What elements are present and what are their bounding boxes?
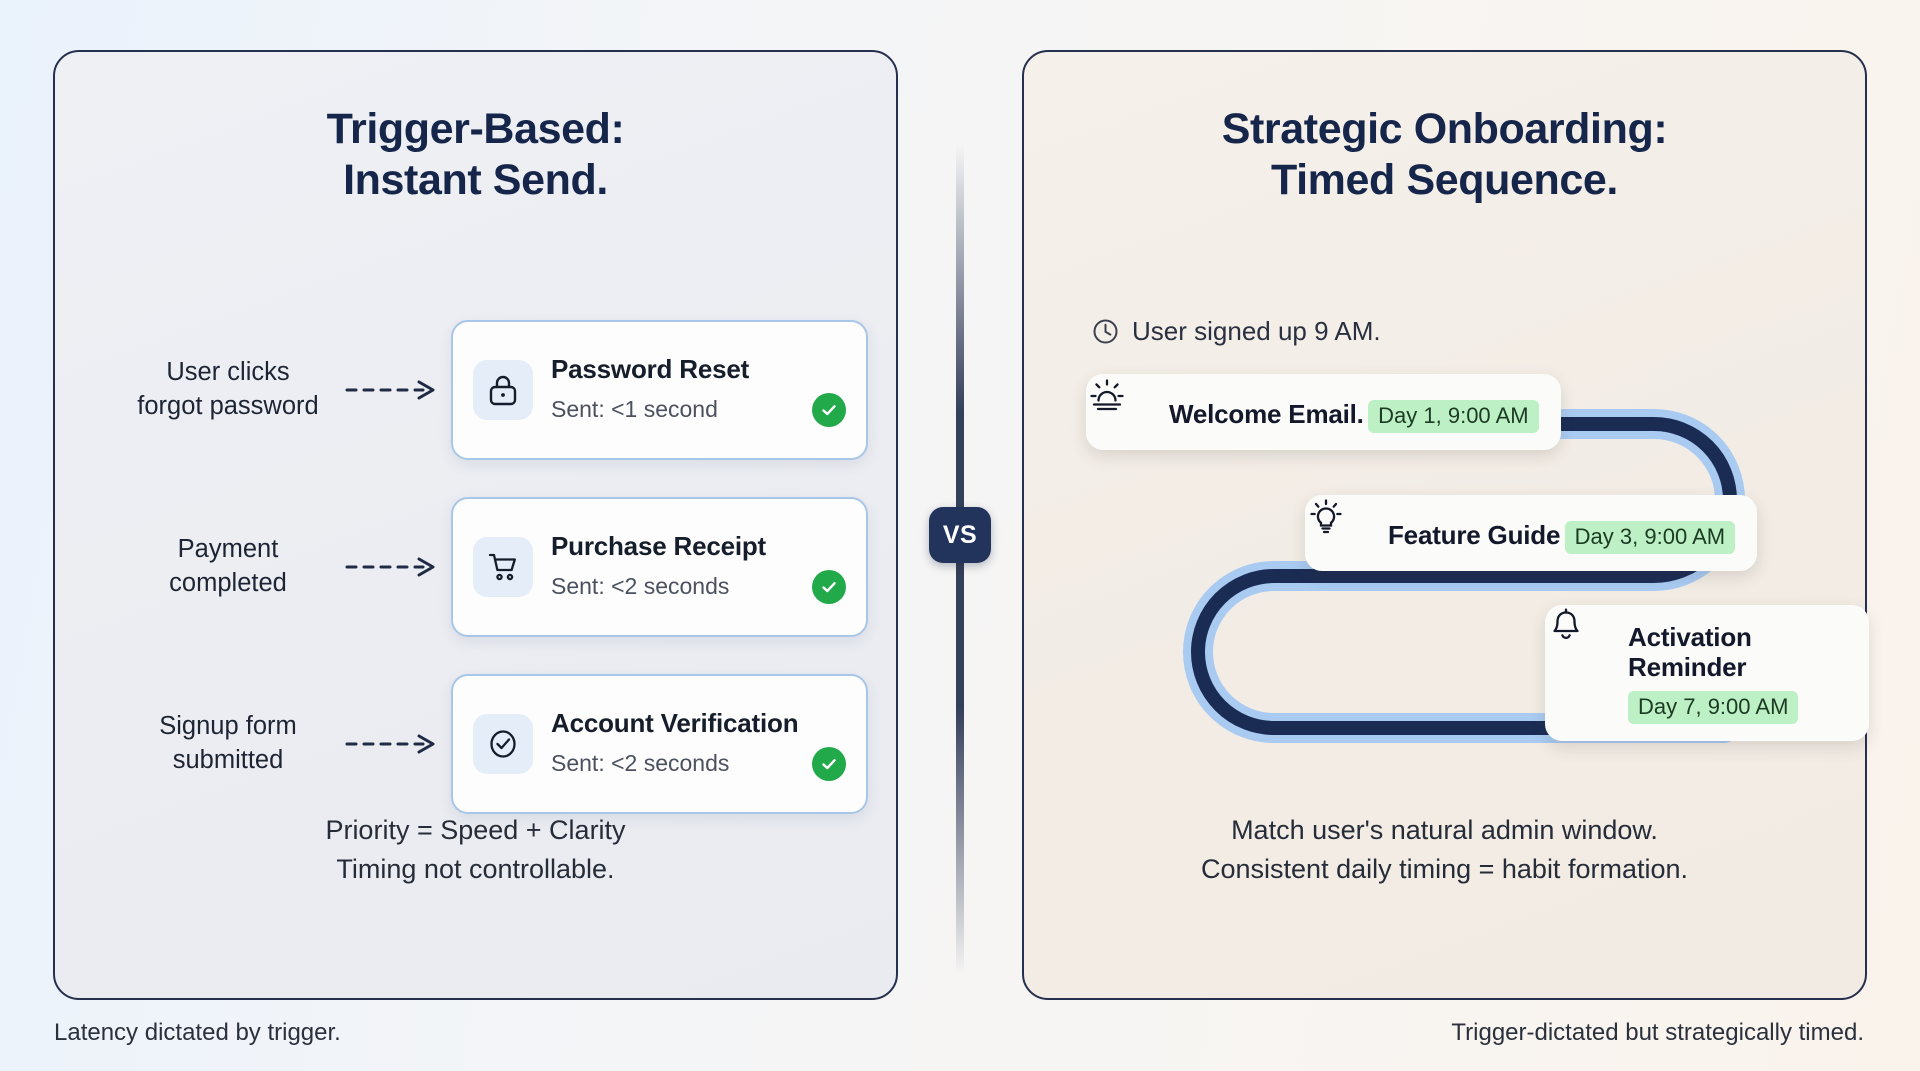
signup-time-text: User signed up 9 AM.	[1132, 316, 1381, 346]
trigger-rows-list: User clicks forgot password	[55, 320, 896, 851]
trigger-row: Payment completed	[55, 497, 896, 637]
event-card-subtitle: Sent: <2 seconds	[551, 750, 730, 776]
vs-badge: VS	[929, 507, 991, 563]
event-card-status-row: Sent: <2 seconds	[551, 746, 846, 781]
serpentine-path	[1159, 409, 1745, 743]
sequence-card-schedule-badge: Day 7, 9:00 AM	[1628, 691, 1799, 725]
trigger-label-line2: completed	[169, 569, 287, 597]
trigger-label: Payment completed	[117, 533, 339, 600]
sequence-card-body: Feature Guide Day 3, 9:00 AM	[1388, 512, 1736, 554]
right-panel-title-line2: Timed Sequence.	[1271, 155, 1618, 204]
trigger-label-line2: forgot password	[137, 392, 319, 420]
check-circle-icon	[812, 569, 846, 604]
signup-time-note: User signed up 9 AM.	[1092, 316, 1381, 347]
event-card-body: Purchase Receipt Sent: <2 seconds	[551, 531, 846, 604]
trigger-label: Signup form submitted	[117, 710, 339, 777]
event-card-title: Password Reset	[551, 353, 750, 384]
check-circle-icon	[812, 392, 846, 427]
sequence-card-title: Feature Guide	[1388, 520, 1561, 550]
event-card-account-verification[interactable]: Account Verification Sent: <2 seconds	[451, 674, 868, 814]
event-card-subtitle: Sent: <2 seconds	[551, 573, 730, 599]
left-panel-title-line2: Instant Send.	[343, 155, 608, 204]
right-panel-title: Strategic Onboarding: Timed Sequence.	[1024, 104, 1865, 205]
right-panel-strategic-onboarding: Strategic Onboarding: Timed Sequence. Us…	[1022, 50, 1869, 1000]
event-card-status-row: Sent: <2 seconds	[551, 569, 846, 604]
dashed-arrow-icon	[345, 557, 435, 577]
left-panel-trigger-based: Trigger-Based: Instant Send. User clicks…	[53, 50, 898, 1000]
right-panel-title-line1: Strategic Onboarding:	[1221, 105, 1668, 153]
onboarding-sequence-diagram: Welcome Email. Day 1, 9:00 AM Feature Gu…	[1024, 352, 1869, 852]
right-panel-note-line2: Consistent daily timing = habit formatio…	[1201, 853, 1688, 884]
left-panel-note-line2: Timing not controllable.	[336, 853, 615, 884]
event-card-purchase-receipt[interactable]: Purchase Receipt Sent: <2 seconds	[451, 497, 868, 637]
event-card-subtitle: Sent: <1 second	[551, 396, 718, 422]
event-card-status-row: Sent: <1 second	[551, 392, 846, 427]
dashed-arrow-icon	[345, 380, 435, 400]
right-panel-note: Match user's natural admin window. Consi…	[1024, 811, 1865, 888]
left-panel-note-line1: Priority = Speed + Clarity	[325, 815, 626, 846]
sequence-card-activation-reminder[interactable]: Activation Reminder Day 7, 9:00 AM	[1545, 605, 1869, 742]
right-panel-note-line1: Match user's natural admin window.	[1231, 815, 1658, 846]
event-card-title: Purchase Receipt	[551, 530, 767, 561]
sequence-card-welcome-email[interactable]: Welcome Email. Day 1, 9:00 AM	[1086, 374, 1561, 450]
lock-icon	[473, 360, 533, 420]
clock-icon	[1093, 319, 1118, 344]
dashed-arrow-icon	[345, 734, 435, 754]
trigger-label-line2: submitted	[172, 746, 284, 774]
check-circle-outline-icon	[473, 714, 533, 774]
sequence-card-body: Welcome Email. Day 1, 9:00 AM	[1169, 391, 1539, 433]
trigger-label-line1: Payment	[177, 535, 279, 564]
sequence-card-title: Activation Reminder	[1628, 622, 1752, 683]
trigger-label-line1: Signup form	[159, 712, 297, 741]
right-footer-caption: Trigger-dictated but strategically timed…	[1451, 1019, 1864, 1046]
sequence-card-schedule-badge: Day 3, 9:00 AM	[1564, 521, 1736, 554]
left-panel-note: Priority = Speed + Clarity Timing not co…	[55, 811, 896, 888]
event-card-body: Account Verification Sent: <2 seconds	[551, 708, 846, 781]
event-card-title: Account Verification	[551, 707, 799, 738]
sequence-card-feature-guide[interactable]: Feature Guide Day 3, 9:00 AM	[1305, 495, 1758, 571]
trigger-row: Signup form submitted Account V	[55, 674, 896, 814]
shopping-cart-icon	[473, 537, 533, 597]
left-panel-title-line1: Trigger-Based:	[326, 105, 625, 153]
check-circle-icon	[812, 746, 846, 781]
trigger-label: User clicks forgot password	[117, 356, 339, 423]
sequence-card-schedule-badge: Day 1, 9:00 AM	[1368, 400, 1539, 433]
event-card-body: Password Reset Sent: <1 second	[551, 354, 846, 427]
trigger-label-line1: User clicks	[166, 358, 290, 387]
event-card-password-reset[interactable]: Password Reset Sent: <1 second	[451, 320, 868, 460]
sequence-card-body: Activation Reminder Day 7, 9:00 AM	[1628, 622, 1847, 725]
trigger-row: User clicks forgot password	[55, 320, 896, 460]
left-footer-caption: Latency dictated by trigger.	[54, 1019, 341, 1046]
left-panel-title: Trigger-Based: Instant Send.	[55, 104, 896, 205]
sequence-card-title: Welcome Email.	[1169, 399, 1364, 429]
